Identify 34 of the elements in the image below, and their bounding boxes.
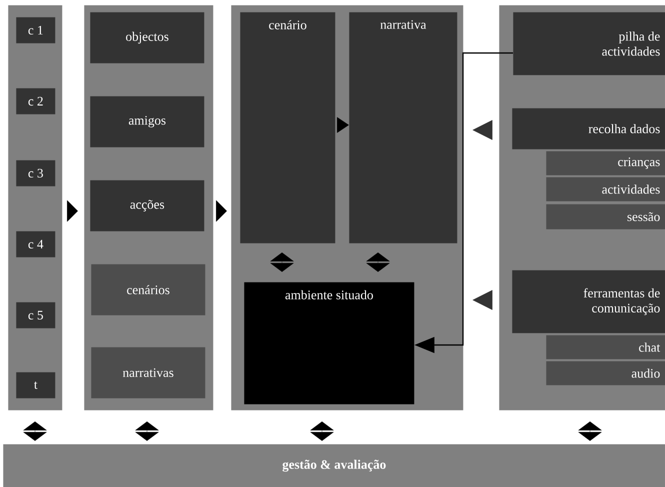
list-item: crianças [546,151,665,176]
arrow [216,200,227,222]
process-box: recolha dados [512,108,665,150]
list-item: chat [546,335,665,360]
process-box: amigos [90,96,204,148]
label-box: t [16,372,56,398]
footer-band: gestão & avaliação [3,444,665,487]
arrow [270,252,294,272]
label-box: c 3 [16,160,56,186]
arrow [23,421,47,441]
list-item: audio [546,361,665,386]
process-box: cenário [240,12,336,244]
arrow [310,421,334,441]
list-item: actividades [546,177,665,202]
process-box: narrativas [91,347,206,398]
list-item: sessão [546,204,665,230]
label-box: c 4 [16,231,56,258]
process-box: ferramentas de comunicação [512,270,665,334]
process-box: pilha de actividades [513,12,665,76]
process-box: acções [90,180,204,232]
arrow [472,120,492,140]
arrow [336,117,349,133]
label-box: c 2 [16,88,56,114]
arrow [135,421,159,441]
arrow [472,290,492,310]
label-box: c 1 [16,17,56,44]
arrow [578,421,602,441]
process-box: cenários [91,264,206,316]
process-box: objectos [90,12,204,64]
arrow [366,252,390,272]
process-box: narrativa [349,12,458,244]
arrow [66,200,78,222]
label-box: c 5 [16,302,56,328]
environment-box: ambiente situado [244,282,414,404]
